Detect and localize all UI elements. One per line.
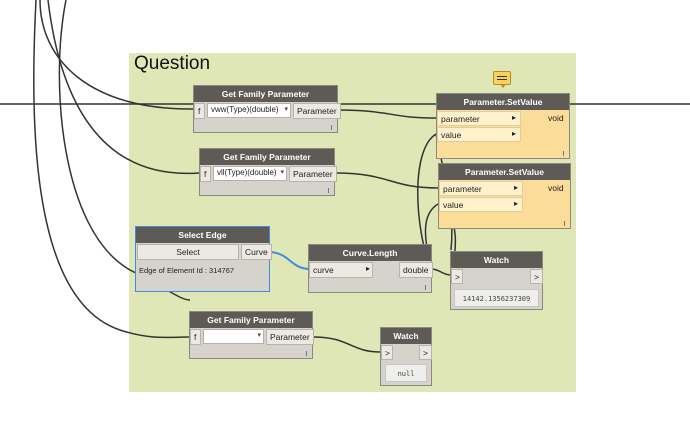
selection-info: Edge of Element Id : 314767	[139, 266, 235, 275]
input-port-parameter[interactable]: parameter	[439, 181, 523, 196]
node-title: Get Family Parameter	[200, 149, 334, 165]
get-family-parameter-node-1[interactable]: Get Family Parameter f vww(Type)(double)…	[193, 85, 341, 133]
node-title: Get Family Parameter	[190, 312, 312, 328]
resize-grip-icon[interactable]	[331, 125, 334, 130]
port-arrow-icon: ▸	[512, 129, 517, 138]
port-arrow-icon: ▸	[366, 264, 371, 273]
watch-value-display: null	[385, 364, 427, 382]
watch-node-2[interactable]: Watch > > null	[380, 327, 432, 386]
node-title: Get Family Parameter	[194, 86, 337, 102]
output-port-parameter[interactable]: Parameter	[266, 329, 314, 345]
input-port-value[interactable]: value	[439, 197, 523, 212]
parameter-dropdown[interactable]: ▾	[203, 329, 264, 344]
output-port-void[interactable]: void	[545, 111, 567, 126]
node-title: Parameter.SetValue	[439, 164, 570, 180]
resize-grip-icon[interactable]	[564, 221, 567, 226]
chevron-down-icon: ▾	[257, 332, 261, 339]
input-port-value[interactable]: value	[437, 127, 521, 142]
port-arrow-icon: ▸	[514, 199, 519, 208]
input-port[interactable]: >	[451, 269, 463, 284]
resize-grip-icon[interactable]	[563, 151, 566, 156]
node-title: Curve.Length	[309, 245, 431, 261]
node-title: Watch	[451, 252, 542, 268]
output-port-curve[interactable]: Curve	[241, 244, 272, 260]
input-port-curve[interactable]: curve	[309, 262, 373, 278]
select-edge-node[interactable]: Select Edge Select Curve Edge of Element…	[135, 226, 272, 292]
output-port-void[interactable]: void	[545, 181, 567, 196]
input-port-parameter[interactable]: parameter	[437, 111, 521, 126]
parameter-dropdown[interactable]: vll(Type)(double) ▾	[213, 166, 287, 181]
resize-grip-icon[interactable]	[306, 351, 309, 356]
node-title: Select Edge	[136, 227, 269, 243]
port-arrow-icon: ▸	[514, 183, 519, 192]
watch-value-display: 14142.1356237309	[454, 289, 539, 307]
note-icon[interactable]	[493, 71, 511, 88]
parameter-setvalue-node-2[interactable]: Parameter.SetValue parameter ▸ value ▸ v…	[438, 163, 571, 229]
output-port-parameter[interactable]: Parameter	[289, 166, 337, 182]
output-port[interactable]: >	[530, 269, 543, 284]
dropdown-value: vll(Type)(double)	[217, 168, 277, 177]
output-port[interactable]: >	[419, 345, 432, 360]
input-port-f[interactable]: f	[200, 166, 211, 182]
resize-grip-icon[interactable]	[328, 188, 331, 193]
port-arrow-icon: ▸	[512, 113, 517, 122]
group-title[interactable]: Question	[134, 53, 211, 74]
chevron-down-icon: ▾	[280, 169, 284, 176]
node-title: Watch	[381, 328, 431, 344]
input-port[interactable]: >	[381, 345, 393, 360]
resize-grip-icon[interactable]	[425, 285, 428, 290]
select-button[interactable]: Select	[137, 244, 239, 260]
watch-node-1[interactable]: Watch > > 14142.1356237309	[450, 251, 543, 310]
dropdown-value: vww(Type)(double)	[211, 105, 279, 114]
node-title: Parameter.SetValue	[437, 94, 569, 110]
get-family-parameter-node-2[interactable]: Get Family Parameter f vll(Type)(double)…	[199, 148, 337, 196]
output-port-double[interactable]: double	[399, 262, 433, 278]
chevron-down-icon: ▾	[284, 106, 288, 113]
get-family-parameter-node-3[interactable]: Get Family Parameter f ▾ Parameter	[189, 311, 314, 359]
input-port-f[interactable]: f	[194, 103, 205, 119]
output-port-parameter[interactable]: Parameter	[293, 103, 341, 119]
parameter-setvalue-node-1[interactable]: Parameter.SetValue parameter ▸ value ▸ v…	[436, 93, 570, 159]
input-port-f[interactable]: f	[190, 329, 201, 345]
parameter-dropdown[interactable]: vww(Type)(double) ▾	[207, 103, 291, 118]
curve-length-node[interactable]: Curve.Length curve ▸ double	[308, 244, 433, 293]
